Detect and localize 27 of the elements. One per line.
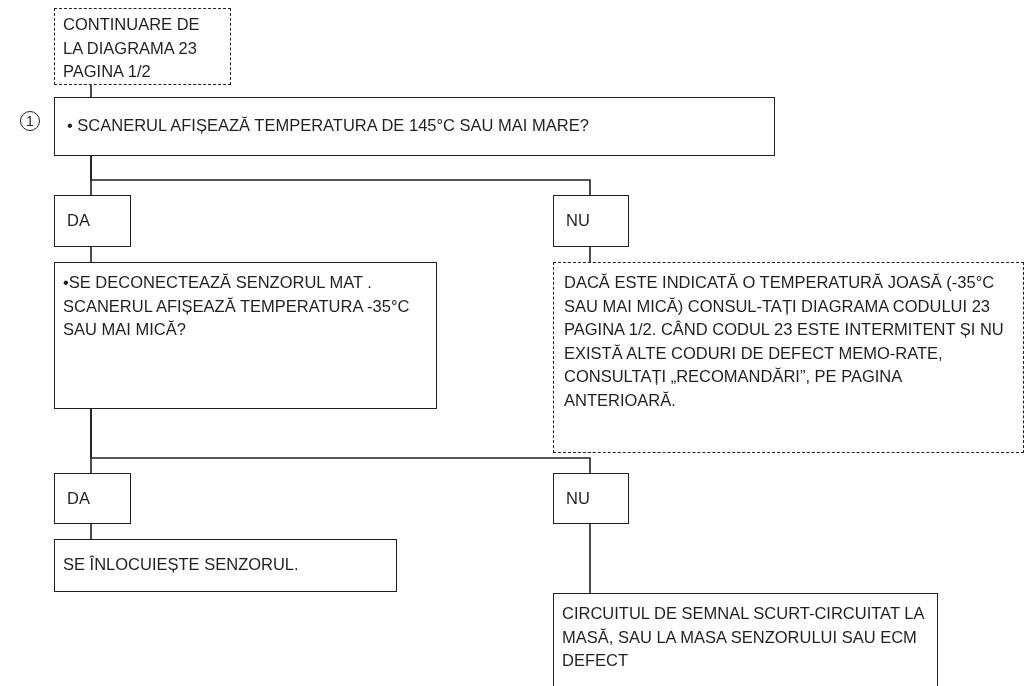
process-box: [54, 97, 775, 156]
connector-line: [90, 408, 591, 474]
node-text: CONTINUARE DE LA DIAGRAMA 23 PAGINA 1/2: [63, 14, 201, 82]
connector-line: [90, 523, 92, 540]
note-box: [54, 8, 231, 85]
node-text: DA: [67, 210, 91, 231]
answer-box: [54, 473, 131, 524]
node-text: CIRCUITUL DE SEMNAL SCURT-CIRCUITAT LA MASĂ, SAU LA MASA SENZORULUI SAU ECM DEFECT: [562, 603, 926, 671]
process-box: [553, 593, 938, 686]
node-text: • SCANERUL AFIȘEAZĂ TEMPERATURA DE 145°C SAU MAI MARE?: [67, 115, 590, 136]
node-text: NU: [566, 210, 591, 231]
answer-box: [553, 195, 629, 247]
answer-box: [553, 473, 629, 524]
process-box: [54, 539, 397, 592]
answer-box: [54, 195, 131, 247]
connector-line: [90, 155, 591, 196]
node-text: NU: [566, 488, 591, 509]
connector-line: [589, 246, 591, 263]
node-text: SE ÎNLOCUIEȘTE SENZORUL.: [63, 554, 300, 575]
node-text: •SE DECONECTEAZĂ SENZORUL MAT . SCANERUL AFIȘEAZĂ TEMPERATURA -35°C SAU MAI MICĂ?: [63, 272, 411, 340]
connector-line: [90, 84, 92, 98]
process-box: [54, 262, 437, 409]
node-text: DACĂ ESTE INDICATĂ O TEMPERATURĂ JOASĂ (-35°C SAU MAI MICĂ) CONSUL-TAȚI DIAGRAMA CODULUI 23 PAGINA 1/2. CÂND CODUL 23 ESTE INTERMITENT ȘI NU EXISTĂ ALTE CODURI DE DEFECT MEMO-RATE, CONSULTAȚI „RECOMANDĂRI”, PE PAGINA ANTERIOARĂ.: [564, 272, 1005, 411]
note-box: [553, 262, 1024, 453]
node-text: DA: [67, 488, 91, 509]
connector-line: [589, 523, 591, 594]
connector-line: [90, 246, 92, 263]
